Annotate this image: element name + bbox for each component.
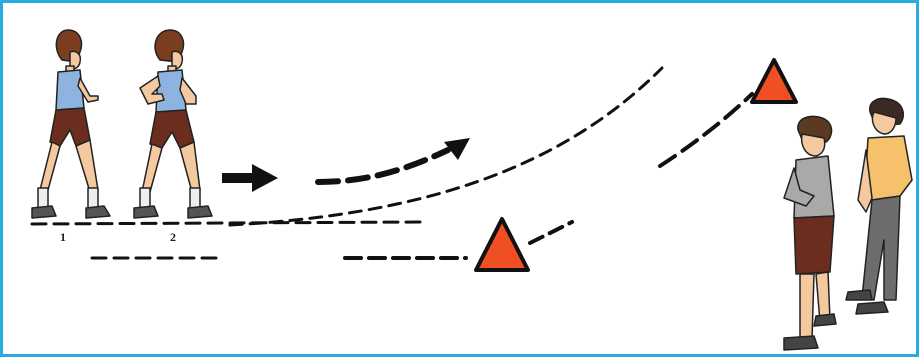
runner-2-label: 2 [170, 230, 176, 244]
runner-2-figure [134, 30, 212, 218]
runner-1-label: 1 [60, 230, 66, 244]
cone-exit-line [530, 222, 572, 243]
dashed-paths [32, 68, 752, 258]
triangle-cone-icon [476, 219, 528, 270]
standing-boy-grey-figure [784, 117, 836, 351]
curved-arrow-shaft [318, 150, 448, 182]
right-arrow-icon [222, 164, 278, 192]
upper-return-line [660, 94, 752, 166]
standing-boy-yellow-figure [846, 99, 912, 315]
triangle-cone-icon [752, 60, 796, 102]
curved-run-path [230, 68, 662, 225]
start-line [32, 222, 420, 224]
runner-1-figure [32, 30, 110, 218]
